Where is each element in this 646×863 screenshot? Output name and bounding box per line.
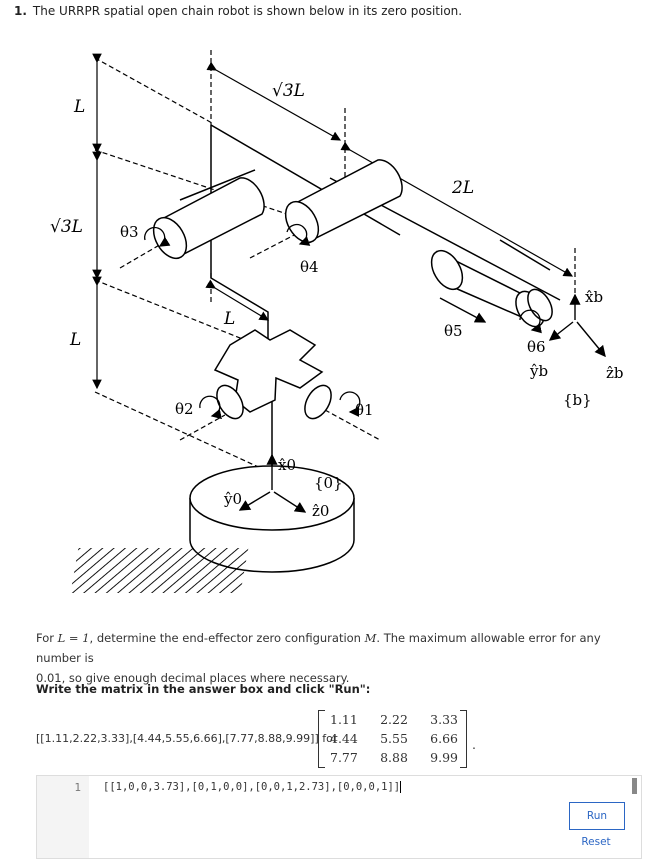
answer-editor[interactable]: 1 [[1,0,0,3.73],[0,1,0,0],[0,0,1,2.73],[… [36, 775, 642, 859]
code-line[interactable]: [[1,0,0,3.73],[0,1,0,0],[0,0,1,2.73],[0,… [103, 781, 402, 793]
zb-label: ẑb [606, 364, 624, 382]
cross-joint [213, 329, 332, 420]
M-symbol: M [364, 631, 377, 645]
base [70, 465, 355, 593]
theta5-label: θ5 [444, 322, 463, 340]
dim-L-top: L [73, 97, 85, 117]
run-button[interactable]: Run [569, 802, 625, 830]
question-header: 1. The URRPR spatial open chain robot is … [14, 4, 462, 18]
problem-statement: For L = 1, determine the end-effector ze… [36, 631, 601, 685]
line-gutter: 1 [37, 776, 89, 858]
dim-sqrt3L-top: √3L [272, 81, 305, 101]
x0-label: x̂0 [278, 456, 296, 474]
z0-label: ẑ0 [312, 502, 329, 520]
theta6-label: θ6 [527, 338, 546, 356]
frameb-label: {b} [563, 391, 592, 409]
robot-figure: L √3L L √3L 2L L θ3 θ4 θ5 θ6 θ2 θ1 x̂0 ŷ… [50, 50, 624, 593]
theta3-label: θ3 [120, 223, 139, 241]
example-text: [[1.11,2.22,3.33],[4.44,5.55,6.66],[7.77… [36, 732, 338, 745]
joint3-cylinder [152, 177, 265, 260]
instruction: Write the matrix in the answer box and c… [36, 682, 371, 696]
question-number: 1. [14, 4, 27, 18]
yb-label: ŷb [529, 362, 548, 380]
theta2-label: θ2 [175, 400, 194, 418]
theta1-label: θ1 [355, 401, 374, 419]
y0-label: ŷ0 [223, 490, 242, 508]
joint5-cylinder [430, 249, 553, 328]
dim-L-mid: L [223, 309, 235, 329]
dim-2L: 2L [451, 178, 474, 198]
xb-label: x̂b [585, 288, 603, 306]
frame0-label: {0} [314, 474, 343, 492]
example-block: [[1.11,2.22,3.33],[4.44,5.55,6.66],[7.77… [36, 708, 476, 770]
dim-L-bottom: L [69, 330, 81, 350]
dim-sqrt3L-left: √3L [50, 217, 83, 237]
question-text: The URRPR spatial open chain robot is sh… [32, 4, 463, 18]
joint4-cylinder [284, 159, 403, 244]
line-number: 1 [74, 781, 81, 794]
L-equals: L = 1 [57, 631, 90, 645]
theta4-label: θ4 [300, 258, 319, 276]
reset-link[interactable]: Reset [581, 836, 611, 848]
scrollbar[interactable] [632, 778, 637, 794]
